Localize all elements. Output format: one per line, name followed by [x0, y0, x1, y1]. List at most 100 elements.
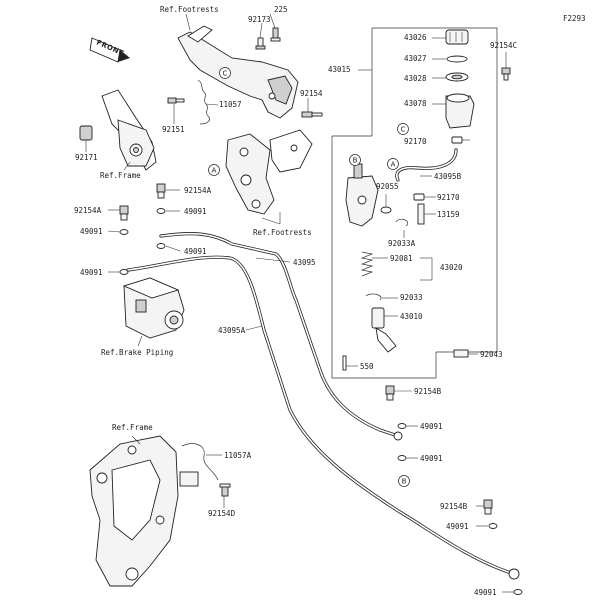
hose-joint-13159: [417, 203, 425, 225]
part-13159: 13159: [437, 210, 460, 219]
part-49091-right-c: 49091: [446, 522, 469, 531]
bolt-92173: [255, 37, 266, 50]
leader-lines: [85, 13, 514, 593]
part-43010: 43010: [400, 312, 423, 321]
rear-footrest-bracket: [177, 25, 299, 119]
callout-c-top: C: [219, 67, 231, 79]
master-cylinder-body: [345, 163, 379, 227]
svg-text:A: A: [212, 167, 217, 175]
part-43026: 43026: [404, 33, 427, 42]
plate-43028: [445, 72, 469, 82]
hose-end-fitting-mid: [393, 431, 403, 441]
part-43028: 43028: [404, 74, 427, 83]
callout-c-right: C: [397, 123, 409, 135]
abs-hydraulic-unit: [122, 277, 185, 339]
part-49091-mid: 49091: [184, 247, 207, 256]
front-arrow-icon: [89, 37, 130, 63]
svg-text:A: A: [391, 161, 396, 169]
part-49091-right-a: 49091: [420, 422, 443, 431]
part-49091-right-d: 49091: [474, 588, 497, 597]
part-92154a-left: 92154A: [74, 206, 102, 215]
bolt-92154c: [501, 67, 511, 81]
cotter-pin-550: [342, 355, 347, 371]
reservoir-43078: [445, 93, 475, 129]
part-43078: 43078: [404, 99, 427, 108]
part-92170-lower: 92170: [437, 193, 460, 202]
bolt-92151: [167, 97, 185, 104]
washer-49091-left-a: [119, 229, 129, 235]
grommet-92171: [79, 125, 93, 141]
circlip-92033: [365, 293, 382, 301]
part-43015: 43015: [328, 65, 351, 74]
svg-text:B: B: [353, 157, 358, 165]
part-550: 550: [360, 362, 374, 371]
washer-49091-right-d: [513, 589, 523, 595]
part-43020: 43020: [440, 263, 463, 272]
banjo-bolt-92154b-upper: [385, 385, 395, 401]
o-ring-92055: [380, 206, 392, 214]
clip-11057a: [179, 443, 219, 487]
circlip-92033a: [395, 218, 409, 227]
part-92151: 92151: [162, 125, 185, 134]
part-43027: 43027: [404, 54, 427, 63]
push-rod-43010: [371, 307, 397, 353]
banjo-bolt-92154a-upper: [156, 183, 166, 199]
callout-b-top: B: [349, 154, 361, 166]
master-cylinder-group-box: [331, 27, 498, 379]
ref-frame-bottom: Ref.Frame: [112, 423, 153, 432]
ref-frame-top: Ref.Frame: [100, 171, 141, 180]
svg-text:B: B: [402, 478, 407, 486]
part-225: 225: [274, 5, 288, 14]
part-92173: 92173: [248, 15, 271, 24]
diagram-code: F2293: [563, 14, 586, 23]
washer-49091-right-b: [397, 455, 407, 461]
brake-hose-43095a: [126, 255, 516, 576]
hose-fitting-92043: [453, 349, 469, 358]
part-43095: 43095: [293, 258, 316, 267]
part-43095b: 43095B: [434, 172, 462, 181]
banjo-bolt-92154b-lower: [483, 499, 493, 515]
part-49091-left-a: 49091: [80, 227, 103, 236]
ref-footrests-top: Ref.Footrests: [160, 5, 219, 14]
part-11057a: 11057A: [224, 451, 252, 460]
brake-hose-43095: [159, 232, 400, 438]
callout-a-left: A: [208, 164, 220, 176]
part-92043: 92043: [480, 350, 503, 359]
rear-master-cylinder-bracket: [225, 129, 313, 215]
part-49091-left-b: 49091: [80, 268, 103, 277]
part-11057: 11057: [219, 100, 242, 109]
reservoir-cap-43026: [445, 29, 469, 45]
part-49091-right-b: 49091: [420, 454, 443, 463]
part-92154d: 92154D: [208, 509, 236, 518]
bolt-92154: [301, 111, 323, 118]
spring-11057: [197, 79, 210, 125]
part-92033: 92033: [400, 293, 423, 302]
spring-92081: [360, 251, 374, 277]
part-92154: 92154: [300, 89, 323, 98]
banjo-bolt-92154a-left: [119, 205, 129, 221]
part-92171: 92171: [75, 153, 98, 162]
washer-49091-right-a: [397, 423, 407, 429]
frame-section-lower: [89, 435, 179, 587]
part-92154a-upper: 92154A: [184, 186, 212, 195]
ref-brake-piping: Ref.Brake Piping: [101, 348, 173, 357]
part-49091-upper: 49091: [184, 207, 207, 216]
hose-end-fitting: [508, 568, 520, 580]
diaphragm-43027: [446, 55, 468, 63]
bolt-225: [270, 27, 281, 42]
reservoir-hose-43095b: [395, 148, 458, 182]
ref-footrests-mid: Ref.Footrests: [253, 228, 312, 237]
part-92154c: 92154C: [490, 41, 517, 50]
part-92154b-upper: 92154B: [414, 387, 442, 396]
washer-49091-right-c: [488, 523, 498, 529]
washer-49091-upper: [156, 208, 166, 214]
clamp-92170-lower: [413, 193, 425, 201]
callout-a-right: A: [387, 158, 399, 170]
part-92033a: 92033A: [388, 239, 416, 248]
part-92081: 92081: [390, 254, 413, 263]
svg-text:C: C: [401, 126, 406, 134]
part-92055: 92055: [376, 182, 399, 191]
washer-49091-mid: [156, 243, 166, 249]
clamp-92170-upper: [451, 136, 463, 144]
